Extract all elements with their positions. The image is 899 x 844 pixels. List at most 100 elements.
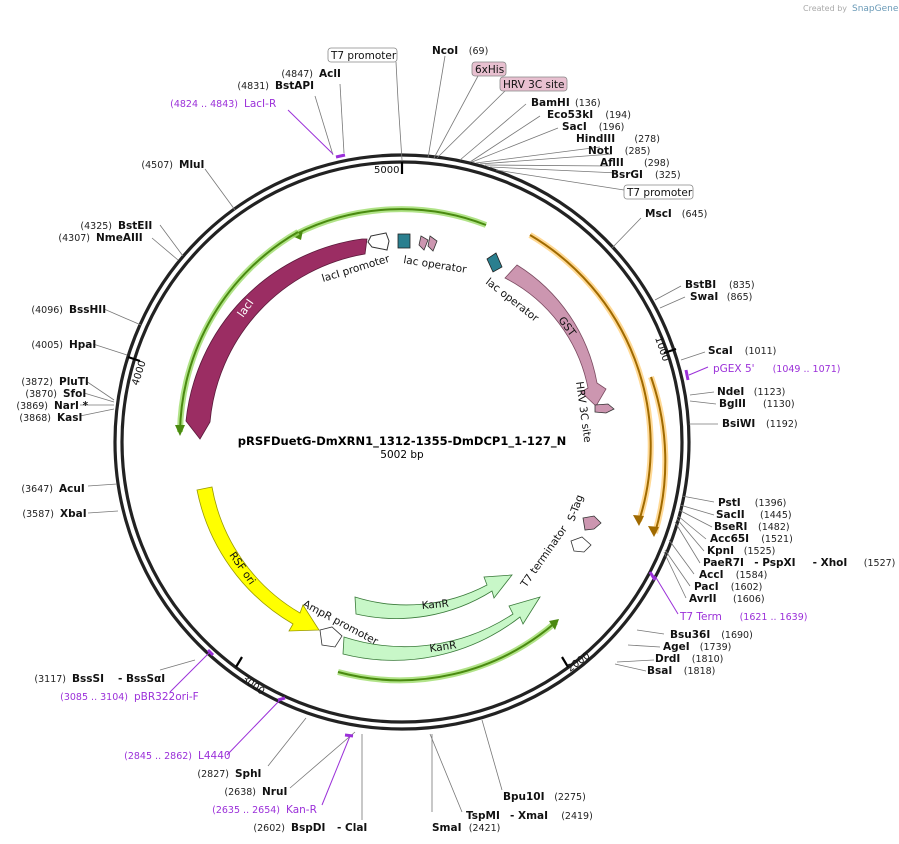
hrv3c-small-feature[interactable] [427,235,438,252]
primer-laci-r[interactable]: (4824 .. 4843)LacI-R [170,98,276,110]
enzyme-position: (1584) [736,570,768,581]
enzyme-site-ncoi[interactable]: NcoI(69) [432,45,488,57]
enzyme-site-ndei[interactable]: NdeI(1123) [717,386,785,398]
lac-operator-1-feature[interactable] [397,233,411,249]
t7-terminator-label: T7 terminator [518,523,570,590]
primer-t7-term[interactable]: T7 Term(1621 .. 1639) [679,611,807,623]
enzyme-site-xbai[interactable]: (3587)XbaI [22,508,86,520]
enzyme-name: MscI [645,208,672,220]
enzyme-site-smai[interactable]: SmaI(2421) [432,822,500,834]
enzyme-site-bsrgi[interactable]: BsrGI(325) [611,169,681,181]
enzyme-site-hpai[interactable]: (4005)HpaI [31,339,96,351]
enzyme-site-drdi[interactable]: DrdI(1810) [655,653,723,665]
enzyme-position: (4307) [58,233,90,244]
enzyme-position: (1810) [692,654,724,665]
hrv3c-feature[interactable] [594,403,615,414]
snapgene-logo: SnapGene [852,4,899,14]
laci-feature[interactable] [185,238,368,440]
enzyme-name: PstI [718,497,741,509]
enzyme-site-pluti[interactable]: (3872)PluTI [21,376,88,388]
sixhis-label[interactable]: 6xHis [475,64,504,76]
enzyme-site-bsssi[interactable]: (3117)BssSI- BssSαI [34,673,165,685]
enzyme-site-paer7i[interactable]: PaeR7I- PspXI- XhoI(1527) [703,557,895,569]
enzyme-site-scai[interactable]: ScaI(1011) [708,345,776,357]
enzyme-site-mlui[interactable]: (4507)MluI [141,159,204,171]
primer-name: T7 Term [679,611,722,623]
enzyme-site-sfoi[interactable]: (3870)SfoI [25,388,86,400]
enzyme-site-bpu10i[interactable]: Bpu10I(2275) [503,791,586,803]
enzyme-site-noti[interactable]: NotI(285) [588,145,650,157]
enzyme-name: AccI [699,569,723,581]
hrv3c-top-label[interactable]: HRV 3C site [503,79,564,91]
enzyme-position: (69) [469,46,489,57]
enzyme-site-eco53ki[interactable]: Eco53kI(194) [547,109,631,121]
enzyme-site-sacii[interactable]: SacII(1445) [716,509,792,521]
enzyme-site-kpni[interactable]: KpnI(1525) [707,545,775,557]
enzyme-site-bsai[interactable]: BsaI(1818) [647,665,715,677]
gst-feature[interactable] [504,264,607,407]
enzyme-site-bspdi[interactable]: (2602)BspDI- ClaI [253,822,367,834]
enzyme-name: AgeI [663,641,690,653]
enzyme-site-psti[interactable]: PstI(1396) [718,497,786,509]
primer-name: pGEX 5' [713,363,755,375]
enzyme-site-bamhi[interactable]: BamHI(136) [531,97,601,109]
enzyme-position: (4005) [31,340,63,351]
kanr-1-feature[interactable] [354,574,513,619]
ampr-promoter-feature[interactable] [319,626,343,648]
enzyme-name: BssHII [69,304,106,316]
enzyme-site-bglii[interactable]: BglII(1130) [719,398,795,410]
enzyme-site-bstapi[interactable]: (4831)BstAPI [237,80,314,92]
enzyme-site-bsiwi[interactable]: BsiWI(1192) [722,418,798,430]
map-title: pRSFDuetG-DmXRN1_1312-1355-DmDCP1_1-127_… [238,434,567,449]
enzyme-site-acc65i[interactable]: Acc65I(1521) [710,533,793,545]
primer-l4440[interactable]: (2845 .. 2862)L4440 [124,750,230,762]
lac-operator-2-feature[interactable] [486,252,503,273]
enzyme-site-swai[interactable]: SwaI(865) [690,291,752,303]
primer-leaders [169,109,709,806]
enzyme-site-saci[interactable]: SacI(196) [562,121,624,133]
enzyme-site-bsu36i[interactable]: Bsu36I(1690) [670,629,753,641]
ruler-label-5000: 5000 [374,165,399,176]
enzyme-site-nari-[interactable]: (3869)NarI * [16,400,88,412]
t7-promoter-right-label[interactable]: T7 promoter [626,187,693,199]
enzyme-site-bseri[interactable]: BseRI(1482) [714,521,790,533]
enzyme-site-tspmi[interactable]: TspMI- XmaI(2419) [466,810,593,822]
enzyme-site-aflii[interactable]: AflII(298) [600,157,670,169]
laci-promoter-feature[interactable] [367,232,390,251]
enzyme-position: (2638) [224,787,256,798]
enzyme-site-acui[interactable]: (3647)AcuI [21,483,84,495]
enzyme-site-paci[interactable]: PacI(1602) [694,581,762,593]
enzyme-site-acli[interactable]: (4847)AclI [281,68,340,80]
kanr-2-feature[interactable] [342,596,541,661]
lac-operator-1-label: lac operator [403,254,468,276]
enzyme-name: SacII [716,509,745,521]
enzyme-site-sphi[interactable]: (2827)SphI [197,768,261,780]
enzyme-position: (1606) [733,594,765,605]
enzyme-site-msci[interactable]: MscI(645) [645,208,707,220]
enzyme-site-bstbi[interactable]: BstBI(835) [685,279,755,291]
enzyme-name: BseRI [714,521,747,533]
enzyme-position: (1130) [763,399,795,410]
primer-pgex-5-[interactable]: pGEX 5'(1049 .. 1071) [713,363,840,375]
t7-terminator-feature[interactable] [570,536,592,553]
enzyme-site-bsshii[interactable]: (4096)BssHII [31,304,106,316]
t7-promoter-top-label[interactable]: T7 promoter [330,50,397,62]
primer-name: Kan-R [286,804,317,816]
enzyme-site-nrui[interactable]: (2638)NruI [224,786,287,798]
enzyme-name: BstBI [685,279,716,291]
enzyme-site-bsteii[interactable]: (4325)BstEII [80,220,152,232]
enzyme-site-kasi[interactable]: (3868)KasI [19,412,82,424]
primer-kan-r[interactable]: (2635 .. 2654)Kan-R [212,804,317,816]
enzyme-site-hindiii[interactable]: HindIII(278) [576,133,660,145]
enzyme-site-nmeaiii[interactable]: (4307)NmeAIII [58,232,142,244]
enzyme-name: Acc65I [710,533,749,545]
enzyme-position: (3117) [34,674,66,685]
sixhis-feature[interactable] [418,235,429,251]
enzyme-site-agei[interactable]: AgeI(1739) [663,641,731,653]
enzyme-site-acci[interactable]: AccI (1584) [699,569,767,581]
primer-pbr322ori-f[interactable]: (3085 .. 3104)pBR322ori-F [60,691,199,703]
stag-feature[interactable] [582,515,602,531]
enzyme-site-avrii[interactable]: AvrII(1606) [689,593,765,605]
rsf-ori-feature[interactable] [196,486,320,632]
